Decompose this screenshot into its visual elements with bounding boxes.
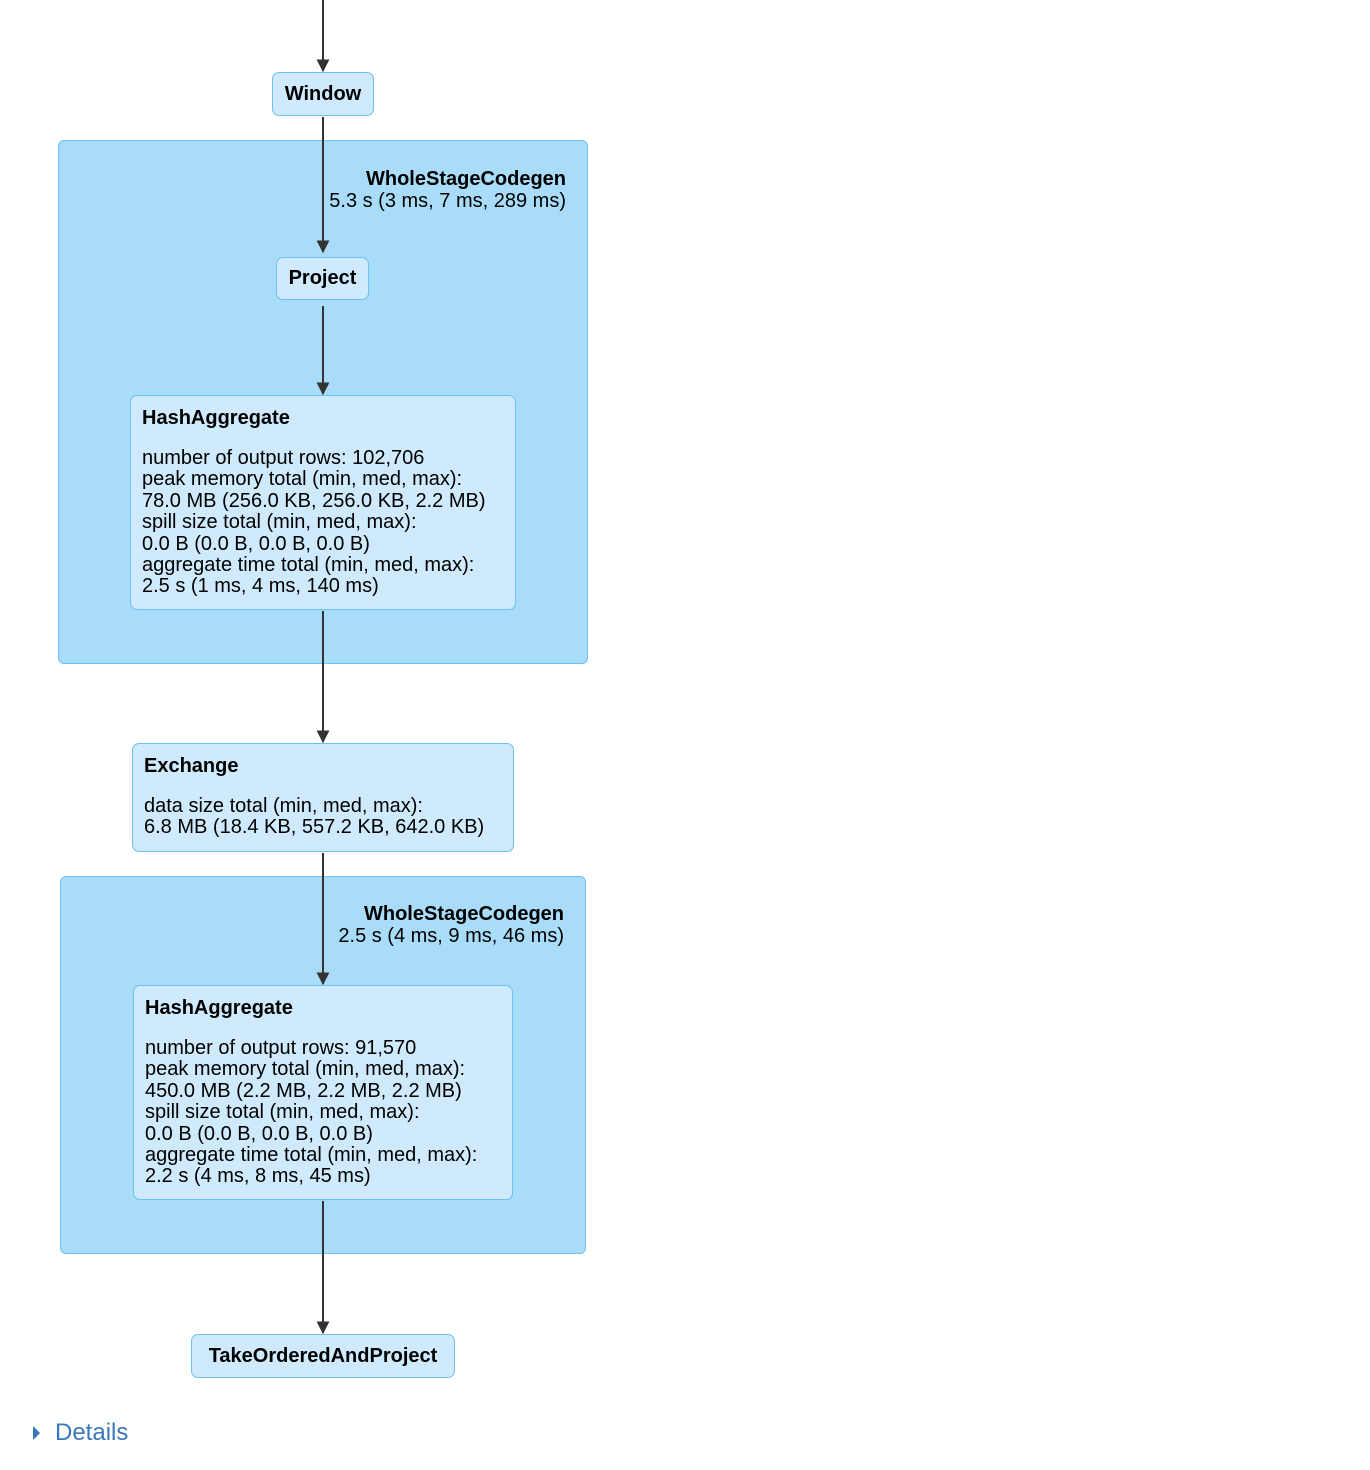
- metric-aggregate-time-value: 2.5 s (1 ms, 4 ms, 140 ms): [142, 575, 379, 598]
- details-label: Details: [55, 1419, 129, 1446]
- cluster-duration: 2.5 s (4 ms, 9 ms, 46 ms): [338, 925, 564, 947]
- metric-spill-size-value: 0.0 B (0.0 B, 0.0 B, 0.0 B): [145, 1122, 373, 1145]
- node-title: HashAggregate: [145, 997, 293, 1019]
- node-window[interactable]: Window: [272, 72, 374, 116]
- cluster-title: WholeStageCodegen: [363, 903, 564, 925]
- node-title: Exchange: [144, 755, 239, 777]
- node-exchange[interactable]: Exchange data size total (min, med, max)…: [132, 743, 514, 852]
- node-title: TakeOrderedAndProject: [208, 1344, 438, 1367]
- metric-peak-memory-value: 450.0 MB (2.2 MB, 2.2 MB, 2.2 MB): [145, 1079, 462, 1102]
- metric-spill-size-value: 0.0 B (0.0 B, 0.0 B, 0.0 B): [142, 532, 370, 555]
- metric-aggregate-time-label: aggregate time total (min, med, max):: [145, 1144, 478, 1167]
- metric-data-size-label: data size total (min, med, max):: [144, 795, 423, 817]
- node-title: Project: [288, 267, 357, 289]
- metric-output-rows: number of output rows: 102,706: [142, 447, 425, 469]
- whole-stage-codegen-header-2: WholeStageCodegen 2.5 s (4 ms, 9 ms, 46 …: [338, 903, 564, 947]
- node-hash-aggregate-2[interactable]: HashAggregate number of output rows: 91,…: [133, 985, 513, 1200]
- node-title: Window: [284, 82, 362, 105]
- metric-peak-memory-label: peak memory total (min, med, max):: [145, 1058, 466, 1081]
- caret-right-icon: [33, 1426, 40, 1440]
- metric-spill-size-label: spill size total (min, med, max):: [142, 511, 417, 534]
- metric-spill-size-label: spill size total (min, med, max):: [145, 1101, 420, 1124]
- node-title: HashAggregate: [142, 407, 290, 429]
- node-hash-aggregate-1[interactable]: HashAggregate number of output rows: 102…: [130, 395, 516, 610]
- metric-aggregate-time-value: 2.2 s (4 ms, 8 ms, 45 ms): [145, 1165, 371, 1188]
- whole-stage-codegen-header-1: WholeStageCodegen 5.3 s (3 ms, 7 ms, 289…: [329, 168, 566, 212]
- node-take-ordered-and-project[interactable]: TakeOrderedAndProject: [191, 1334, 455, 1378]
- cluster-title: WholeStageCodegen: [365, 168, 566, 190]
- details-toggle[interactable]: Details: [33, 1419, 128, 1447]
- node-project[interactable]: Project: [276, 257, 369, 300]
- metric-data-size-value: 6.8 MB (18.4 KB, 557.2 KB, 642.0 KB): [144, 816, 485, 839]
- metric-peak-memory-label: peak memory total (min, med, max):: [142, 468, 463, 491]
- metric-peak-memory-value: 78.0 MB (256.0 KB, 256.0 KB, 2.2 MB): [142, 489, 486, 512]
- metric-aggregate-time-label: aggregate time total (min, med, max):: [142, 554, 475, 577]
- cluster-duration: 5.3 s (3 ms, 7 ms, 289 ms): [329, 190, 566, 212]
- metric-output-rows: number of output rows: 91,570: [145, 1037, 417, 1059]
